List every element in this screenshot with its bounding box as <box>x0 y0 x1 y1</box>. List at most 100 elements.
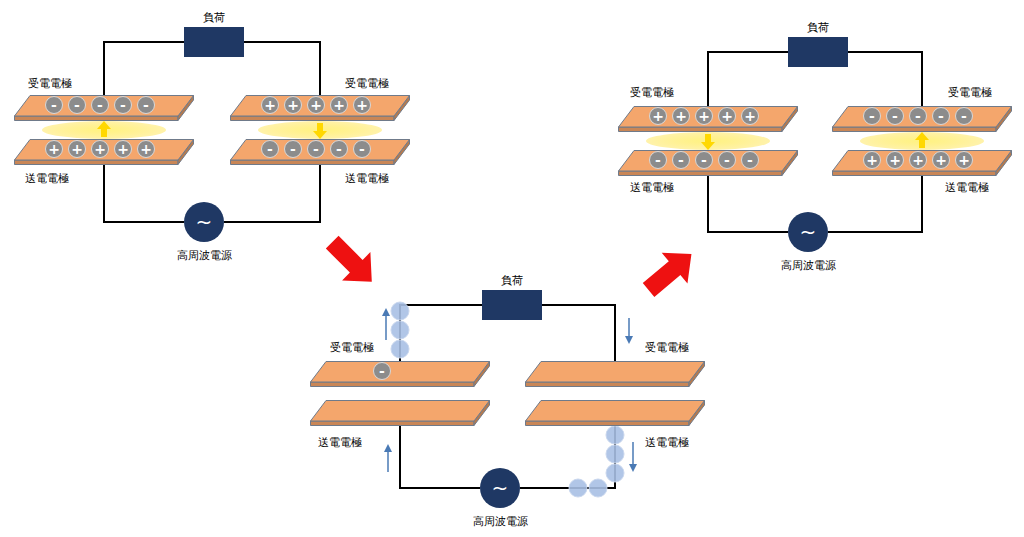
charge-sign: + <box>933 152 949 168</box>
wire <box>542 305 615 361</box>
current-arrow <box>382 308 637 472</box>
load-label: 負荷 <box>203 11 225 24</box>
charge-sign: - <box>262 141 278 157</box>
charge-sign: - <box>308 141 324 157</box>
charge-sign: - <box>956 108 972 124</box>
charge-circle: + <box>695 107 713 125</box>
electrode-label: 送電電極 <box>318 436 362 449</box>
wire <box>828 176 922 232</box>
field-arrow <box>97 121 111 137</box>
source-symbol: ~ <box>788 212 828 252</box>
electrode-shape <box>310 361 490 387</box>
electrode-plate: 送電電極----- <box>618 150 798 176</box>
charge-sign: + <box>285 97 301 113</box>
field-glow <box>860 132 984 150</box>
charge-circle: - <box>718 151 736 169</box>
electrode-plate: 送電電極----- <box>230 139 410 165</box>
charge-circle: + <box>886 151 904 169</box>
charge-circle: - <box>91 96 109 114</box>
charge-sign: - <box>650 152 666 168</box>
charge-sign: + <box>92 141 108 157</box>
wire <box>244 42 320 95</box>
charge-circle: - <box>909 107 927 125</box>
charge-circle: - <box>261 140 279 158</box>
source-symbol: ~ <box>184 202 224 242</box>
charge-sign: + <box>742 108 758 124</box>
charge-circle: + <box>718 107 736 125</box>
field-arrow <box>915 132 929 148</box>
charge-sign: + <box>696 108 712 124</box>
power-source: ~高周波電源 <box>788 212 828 252</box>
charge-sign: + <box>354 97 370 113</box>
charge-sign: + <box>115 141 131 157</box>
moving-charge <box>391 302 624 497</box>
charge-circle: - <box>114 96 132 114</box>
charge-sign: + <box>887 152 903 168</box>
load-box: 負荷 <box>482 290 542 320</box>
charge-sign: + <box>69 141 85 157</box>
electrode-plate: 送電電極 <box>525 400 705 426</box>
electrode-label: 送電電極 <box>630 181 674 194</box>
charge-sign: - <box>864 108 880 124</box>
electrode-shape <box>525 361 705 387</box>
charge-circle: + <box>68 140 86 158</box>
electrode-shape <box>525 400 705 426</box>
electrode-label: 受電電極 <box>28 77 72 90</box>
source-label: 高周波電源 <box>473 515 528 528</box>
charge-sign: - <box>374 363 390 379</box>
charge-sign: - <box>115 97 131 113</box>
charge-circle: + <box>330 96 348 114</box>
charge-circle: + <box>307 96 325 114</box>
electrode-plate: 送電電極+++++ <box>832 150 1012 176</box>
load-box: 負荷 <box>184 27 244 57</box>
electrode-label: 受電電極 <box>345 77 389 90</box>
charge-circle: + <box>909 151 927 169</box>
charge-sign: - <box>138 97 154 113</box>
charge-sign: - <box>354 141 370 157</box>
wire <box>708 176 788 232</box>
wire <box>104 42 184 95</box>
charge-circle: + <box>45 140 63 158</box>
charge-circle: - <box>741 151 759 169</box>
electrode-plate: 送電電極 <box>310 400 490 426</box>
wire <box>224 165 320 222</box>
power-source: ~高周波電源 <box>184 202 224 242</box>
charge-circle: - <box>932 107 950 125</box>
load-label: 負荷 <box>807 21 829 34</box>
charge-sign: - <box>69 97 85 113</box>
charge-sign: - <box>719 152 735 168</box>
charge-sign: + <box>673 108 689 124</box>
charge-circle: - <box>45 96 63 114</box>
charge-sign: + <box>650 108 666 124</box>
electrode-shape <box>310 400 490 426</box>
charge-circle: - <box>373 362 391 380</box>
power-source: ~高周波電源 <box>480 468 520 508</box>
charge-sign: + <box>46 141 62 157</box>
charge-sign: + <box>138 141 154 157</box>
electrode-plate: 受電電極----- <box>832 106 1012 132</box>
electrode-label: 送電電極 <box>645 436 689 449</box>
charge-sign: - <box>46 97 62 113</box>
load-box: 負荷 <box>788 37 848 67</box>
charge-sign: - <box>887 108 903 124</box>
charge-sign: - <box>673 152 689 168</box>
source-label: 高周波電源 <box>177 249 232 262</box>
electrode-plate: 受電電極+++++ <box>618 106 798 132</box>
charge-circle: + <box>261 96 279 114</box>
wire <box>104 165 184 222</box>
charge-circle: + <box>114 140 132 158</box>
charge-circle: + <box>91 140 109 158</box>
charge-circle: - <box>672 151 690 169</box>
charge-sign: - <box>910 108 926 124</box>
wire <box>400 426 480 488</box>
charge-sign: - <box>933 108 949 124</box>
load-label: 負荷 <box>501 274 523 287</box>
field-glow <box>646 132 770 150</box>
charge-circle: + <box>284 96 302 114</box>
source-label: 高周波電源 <box>781 259 836 272</box>
charge-circle: + <box>741 107 759 125</box>
charge-circle: + <box>932 151 950 169</box>
charge-sign: - <box>92 97 108 113</box>
